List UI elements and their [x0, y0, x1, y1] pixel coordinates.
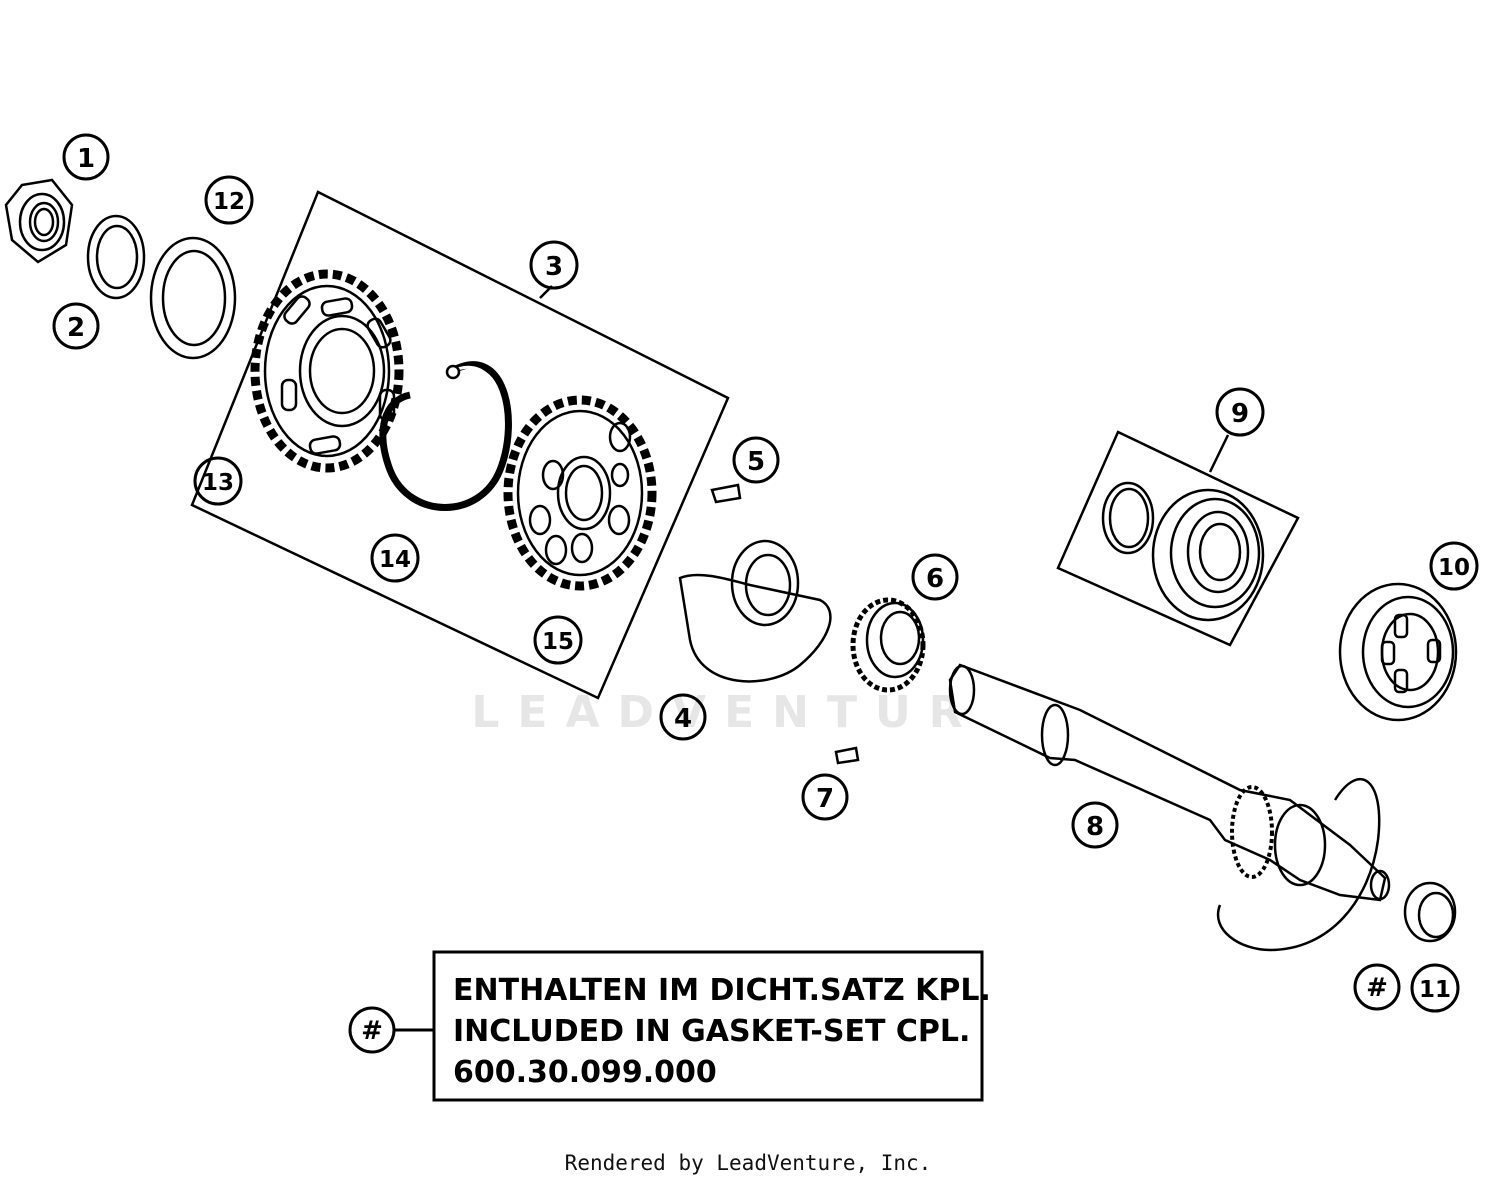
footer-credit: Rendered by LeadVenture, Inc. [565, 1151, 932, 1175]
gear-assembly-box [190, 190, 730, 700]
shim-ring-part [149, 236, 237, 360]
key-7-part [834, 746, 860, 765]
note-marker-label: # [361, 1016, 383, 1046]
callout-circles [52, 133, 1479, 1054]
note-line-2: INCLUDED IN GASKET-SET CPL. [453, 1014, 970, 1049]
callout-7-circle [801, 773, 849, 821]
callout-11-circle [1410, 963, 1460, 1013]
callout-6-circle [911, 553, 959, 601]
note-line-1: ENTHALTEN IM DICHT.SATZ KPL. [453, 973, 991, 1008]
leader-9 [1208, 434, 1230, 473]
callout-hash-11-circle [1353, 963, 1401, 1011]
hex-nut-part [4, 178, 74, 264]
note-line-3: 600.30.099.000 [453, 1055, 717, 1090]
gear-15-part [503, 395, 657, 591]
callout-10-circle [1429, 541, 1479, 591]
needle-bearing-part [850, 597, 926, 693]
callout-12-label: 12 [213, 189, 245, 215]
callout-9-label: 9 [1231, 399, 1249, 429]
bearing-box-9 [1056, 430, 1300, 647]
callout-15-label: 15 [542, 629, 574, 655]
callout-13-label: 13 [202, 470, 234, 496]
ball-bearing-9-part [1151, 488, 1265, 622]
callout-1-label: 1 [77, 144, 95, 174]
callout-3-circle [529, 240, 579, 290]
callout-hash-11-label: # [1366, 973, 1388, 1003]
seal-11-part [1403, 881, 1457, 943]
crankshaft-part [948, 663, 1391, 952]
callout-15-circle [533, 615, 583, 665]
key-5-part [710, 483, 742, 504]
callout-10-label: 10 [1438, 555, 1470, 581]
washer-part [86, 214, 146, 300]
callout-3-label: 3 [545, 252, 563, 282]
callout-6-label: 6 [926, 564, 944, 594]
gear-13-part [250, 269, 404, 473]
callout-14-label: 14 [379, 547, 411, 573]
callout-4-label: 4 [674, 704, 692, 734]
callout-7-label: 7 [816, 784, 834, 814]
callout-9-circle [1215, 387, 1265, 437]
callout-5-label: 5 [747, 447, 765, 477]
callout-8-circle [1071, 801, 1119, 849]
callout-1-circle [62, 133, 110, 181]
watermark: LEADVENTURE [471, 687, 1028, 738]
note-box [432, 950, 984, 1102]
callout-12-circle [204, 175, 254, 225]
callout-5-circle [732, 436, 780, 484]
circlip-part [379, 361, 512, 511]
balancer-weight-part [678, 539, 832, 683]
callout-4-circle [659, 693, 707, 741]
callout-2-label: 2 [67, 313, 85, 343]
callout-14-circle [370, 533, 420, 583]
callout-11-label: 11 [1419, 977, 1451, 1003]
roller-bearing-part [1338, 582, 1458, 722]
callout-13-circle [193, 456, 243, 506]
callout-2-circle [52, 302, 100, 350]
callout-8-label: 8 [1086, 812, 1104, 842]
o-ring-9-part [1101, 481, 1155, 555]
